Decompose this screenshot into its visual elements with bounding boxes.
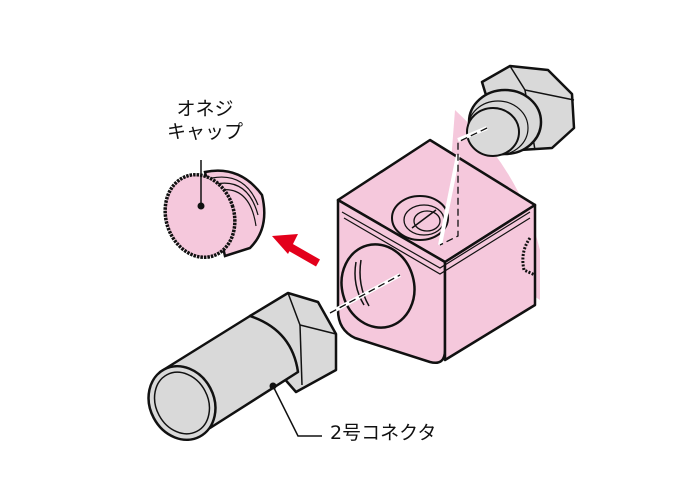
cap-label-line1: オネジ	[176, 98, 234, 120]
no2-connector	[147, 291, 338, 442]
threaded-cap	[163, 160, 266, 260]
cap-label-line2: キャップ	[167, 121, 244, 143]
direction-arrow-icon	[272, 234, 320, 267]
connector-label: 2号コネクタ	[330, 422, 437, 444]
hex-plug	[466, 64, 576, 157]
dashed-guides	[329, 127, 488, 314]
cap-label: オネジ キャップ	[167, 98, 243, 144]
inner-thread	[391, 195, 449, 241]
